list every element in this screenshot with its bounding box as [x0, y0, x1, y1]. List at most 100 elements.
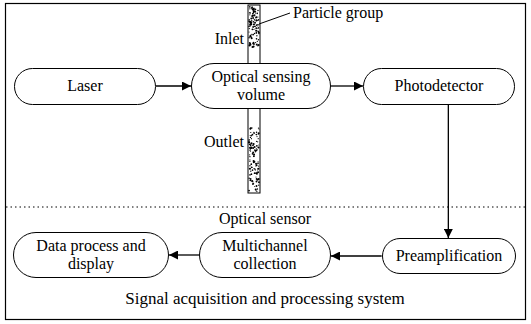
particle-dot — [253, 21, 255, 23]
particle-dot — [251, 37, 253, 39]
particle-dot — [257, 24, 258, 25]
particle-dot — [258, 127, 259, 128]
flow-arrow — [331, 255, 382, 256]
particle-dot — [257, 30, 258, 31]
particle-dot — [251, 138, 252, 139]
box-text: Photodetector — [395, 77, 484, 95]
particle-dot — [253, 15, 255, 17]
particle-dot — [249, 154, 250, 155]
particle-dot — [253, 23, 255, 25]
particle-dot — [252, 183, 254, 185]
particle-dot — [258, 19, 260, 21]
particle-dot — [255, 28, 256, 29]
particle-dot — [253, 156, 255, 158]
particle-dot — [249, 147, 251, 149]
particle-dot — [257, 161, 258, 162]
particle-dot — [256, 179, 258, 181]
particle-dot — [256, 178, 258, 180]
particle-dot — [250, 35, 252, 37]
particle-dot — [252, 8, 254, 10]
particle-dot — [256, 191, 257, 192]
particle-dot — [258, 166, 259, 167]
particle-dot — [255, 16, 257, 18]
particle-dot — [250, 163, 252, 165]
particle-dot — [257, 188, 258, 189]
particle-dot — [253, 168, 254, 169]
particle-dot — [256, 181, 258, 183]
particle-dot — [249, 147, 251, 149]
particle-dot — [255, 169, 256, 170]
particle-dot — [256, 44, 258, 46]
particle-dot — [253, 153, 255, 155]
particle-dot — [256, 145, 258, 147]
particle-dot — [253, 42, 255, 44]
particle-dot — [248, 26, 250, 28]
particle-dot — [257, 45, 258, 46]
particle-dot — [249, 12, 251, 14]
particle-dot — [256, 173, 258, 175]
particle-dot — [252, 8, 254, 10]
particle-dot — [258, 128, 259, 129]
process-box: Multichannel collection — [199, 232, 331, 278]
particle-dot — [257, 41, 258, 42]
particle-dot — [258, 32, 260, 34]
particle-dot — [254, 19, 255, 20]
particle-dot — [253, 29, 254, 30]
particle-dot — [253, 43, 255, 45]
particle-dot — [254, 149, 256, 151]
particle-dot — [257, 17, 258, 18]
particle-dot — [253, 132, 254, 133]
particle-dot — [255, 11, 256, 12]
particle-dot — [251, 7, 252, 8]
particle-dot — [249, 6, 251, 8]
particle-dot — [255, 19, 257, 21]
particle-dot — [251, 173, 253, 175]
particle-dot — [257, 13, 258, 14]
particle-dot — [256, 190, 257, 191]
box-text: Data process and display — [26, 237, 156, 273]
particle-dot — [256, 136, 257, 137]
particle-dot — [250, 12, 251, 13]
particle-dot — [255, 22, 256, 23]
particle-dot — [254, 186, 255, 187]
particle-dot — [253, 42, 255, 44]
particle-dot — [255, 150, 257, 152]
leader-line — [259, 13, 290, 24]
particle-dot — [257, 168, 259, 170]
particle-dot — [249, 128, 251, 130]
particle-dot — [249, 8, 250, 9]
particle-dot — [258, 44, 260, 46]
particle-dot — [249, 143, 251, 145]
particle-dot — [250, 127, 252, 129]
particle-dot — [254, 146, 256, 148]
particle-dot — [255, 166, 256, 167]
particle-dot — [254, 168, 256, 170]
port-label: Inlet — [215, 30, 244, 48]
particle-dot — [249, 144, 251, 146]
particle-dot — [250, 145, 252, 147]
particle-dot — [248, 31, 249, 32]
particle-dot — [258, 27, 259, 28]
particle-dot — [253, 154, 254, 155]
particle-dot — [250, 44, 252, 46]
particle-dot — [250, 135, 251, 136]
particle-dot — [254, 33, 255, 34]
particle-dot — [252, 167, 253, 168]
particle-dot — [256, 32, 257, 33]
box-text: Laser — [67, 77, 103, 95]
particle-dot — [255, 30, 257, 32]
particle-dot — [251, 34, 252, 35]
flow-arrow — [156, 85, 191, 86]
particle-dot — [255, 42, 256, 43]
particle-dot — [252, 34, 254, 36]
particle-dot — [250, 137, 251, 138]
particle-dot — [256, 24, 258, 26]
particle-dot — [255, 163, 257, 165]
particle-dot — [256, 35, 257, 36]
process-box: Photodetector — [363, 68, 515, 105]
particle-dot — [256, 185, 258, 187]
particle-dot — [256, 44, 258, 46]
particle-dot — [249, 174, 250, 175]
particle-dot — [249, 42, 251, 44]
particle-dot — [249, 19, 250, 20]
